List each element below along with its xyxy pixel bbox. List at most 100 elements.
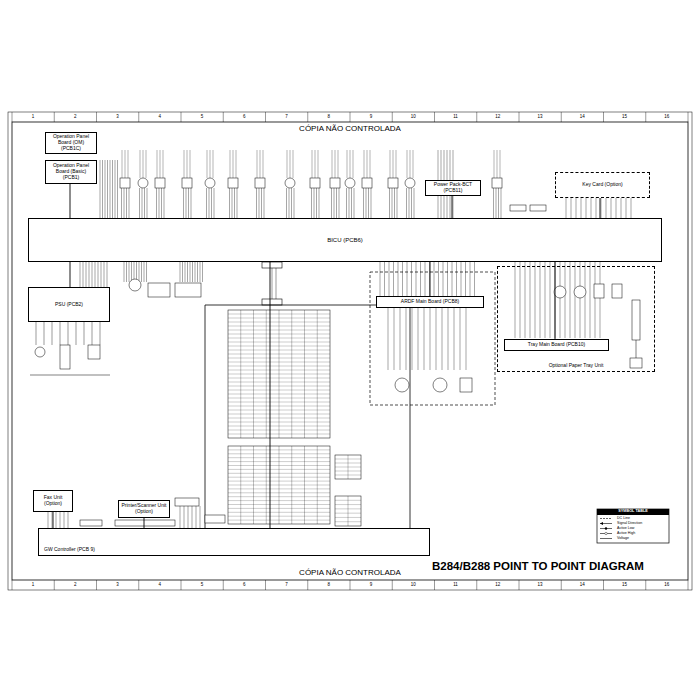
wiring (12, 112, 688, 590)
wire (580, 262, 581, 338)
legend-row: Active Low (598, 526, 668, 531)
wire (211, 188, 212, 218)
wire (348, 455, 349, 479)
table-heading: SYMBOL TABLE (618, 510, 648, 514)
wire (272, 268, 273, 299)
legend-sample (598, 526, 614, 531)
grid-number: 6 (243, 115, 246, 120)
board-name: Fax Unit (Option) (34, 495, 72, 507)
wire-harness (452, 196, 453, 219)
grid-number: 4 (158, 583, 161, 588)
wire (181, 112, 182, 122)
component-box (175, 283, 201, 297)
wire-harness (430, 262, 431, 296)
grid-number: 16 (664, 115, 669, 120)
wire (44, 322, 45, 345)
wire (335, 150, 336, 178)
wire (164, 188, 165, 218)
wire (206, 188, 207, 218)
grid-number: 14 (580, 115, 585, 120)
grid-number: 9 (370, 583, 373, 588)
legend-text: DC Line (617, 517, 630, 521)
wire (331, 188, 332, 218)
wire (233, 150, 234, 178)
board-name: BICU (PCB6) (325, 237, 365, 244)
wire-harness (70, 262, 71, 287)
wire (317, 446, 318, 524)
wire (184, 506, 185, 528)
board-box: BICU (PCB6) (28, 218, 662, 262)
wire (368, 188, 369, 218)
grid-number: 16 (664, 583, 669, 588)
symbol-table-band (597, 509, 669, 515)
wire (213, 150, 214, 178)
wire (96, 580, 97, 590)
wire (291, 188, 292, 218)
grid-number: 6 (243, 583, 246, 588)
wire (688, 580, 689, 590)
wire (441, 192, 442, 218)
wire (52, 322, 53, 345)
wire (60, 512, 61, 528)
wire (540, 262, 541, 338)
wire (115, 160, 116, 218)
wire (600, 262, 601, 338)
wire (257, 150, 258, 178)
wire (36, 322, 37, 345)
grid-number: 9 (370, 115, 373, 120)
wire (240, 310, 241, 438)
wire (210, 150, 211, 178)
wire (370, 150, 371, 178)
wire (54, 112, 55, 122)
wire (411, 188, 412, 218)
wire (410, 150, 411, 178)
wire (190, 150, 191, 178)
wire (550, 262, 551, 338)
wire (200, 506, 201, 528)
wire (519, 112, 520, 122)
wire (207, 150, 208, 178)
wire (232, 188, 233, 218)
wire (397, 188, 398, 218)
component-box (228, 310, 330, 438)
wire (279, 446, 280, 524)
wire-harness (53, 512, 54, 528)
grid-number: 11 (453, 115, 458, 120)
wire (196, 506, 197, 528)
board-name: Power Pack-BCT (PCB11) (426, 182, 480, 194)
legend-row: Signal Direction (598, 521, 668, 526)
wire (436, 308, 437, 370)
wire (319, 188, 320, 218)
wire (413, 150, 414, 178)
wire (363, 188, 364, 218)
wire (184, 150, 185, 178)
wire (461, 262, 462, 296)
wire (450, 150, 451, 180)
board-name: Optional Paper Tray Unit (547, 363, 606, 369)
wire (349, 188, 350, 218)
board-name: ARDF Main Board (PCB8) (399, 299, 461, 305)
wire (453, 192, 454, 218)
wire (181, 580, 182, 590)
wire (139, 262, 140, 282)
legend-sample (598, 531, 614, 536)
grid-number: 15 (622, 115, 627, 120)
grid-number: 3 (116, 115, 119, 120)
wire (476, 112, 477, 122)
wire (452, 262, 453, 296)
connector-block (262, 299, 282, 305)
wire (601, 198, 602, 218)
wire (318, 150, 319, 178)
wire (187, 262, 188, 282)
wire (566, 198, 567, 218)
wire (336, 188, 337, 218)
wire (388, 308, 389, 370)
component-box (460, 378, 472, 392)
wire (139, 188, 140, 218)
wire (237, 188, 238, 218)
wire (347, 150, 348, 178)
wire (107, 160, 108, 218)
wire (555, 262, 556, 338)
board-name: PSU (PCB2) (53, 302, 85, 308)
watermark: CÓPIA NÃO CONTROLADA (299, 569, 401, 577)
